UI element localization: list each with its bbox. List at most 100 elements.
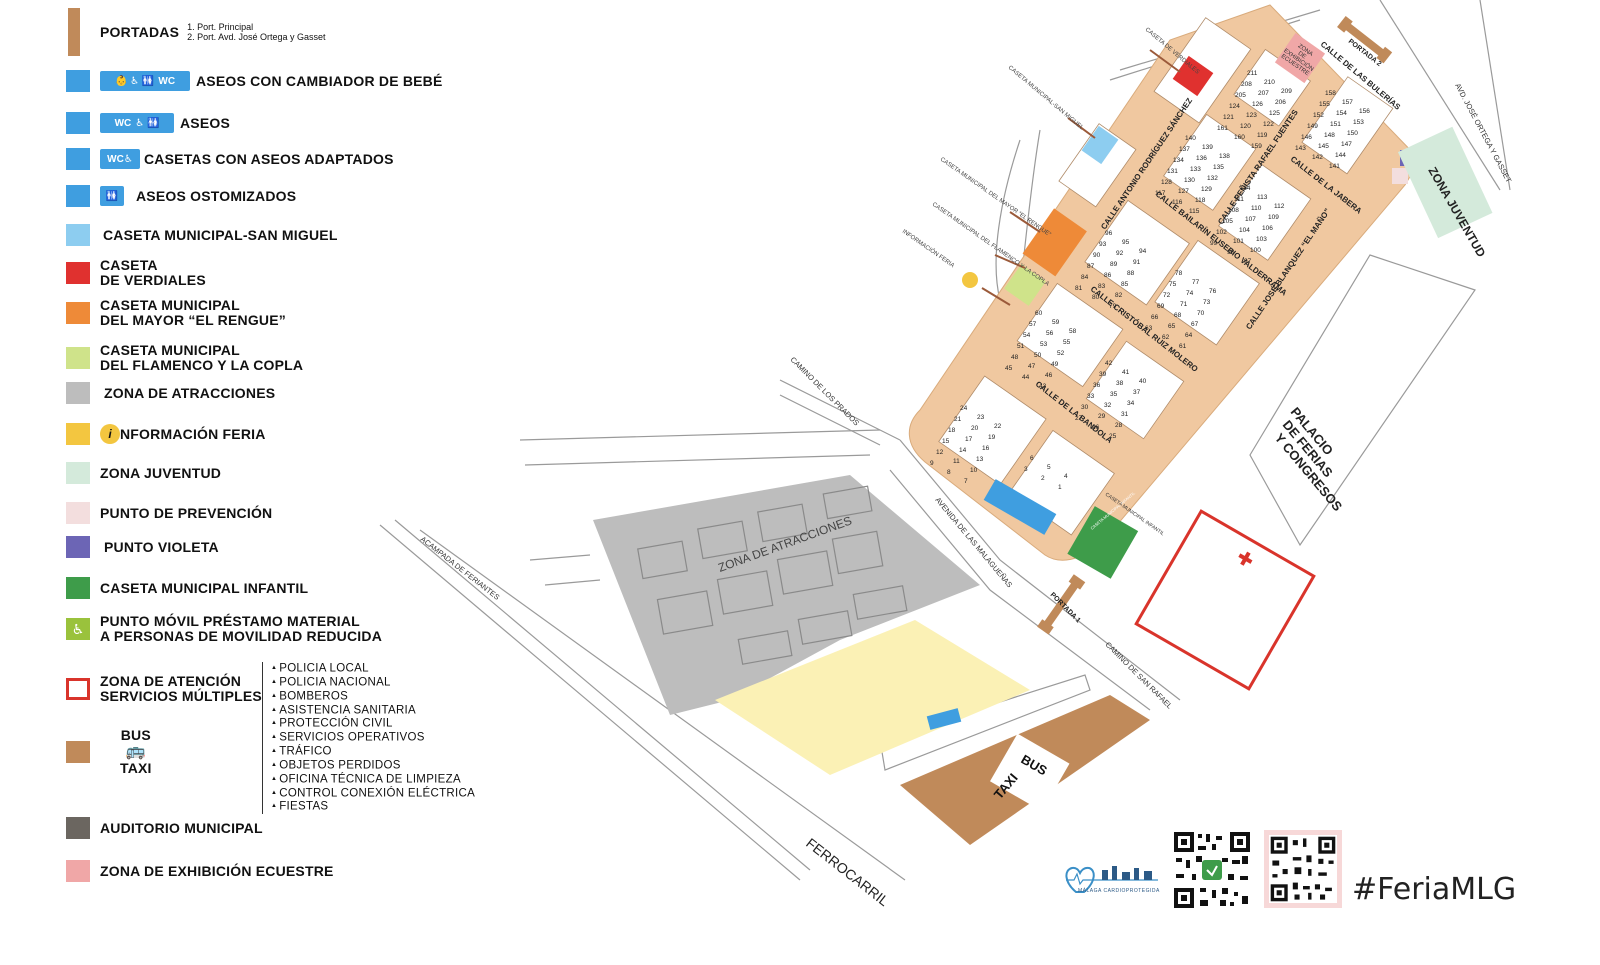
stand-number: 72 [1163, 292, 1171, 299]
attraction-lots [637, 485, 908, 665]
stand-number: 108 [1228, 207, 1239, 214]
stand-number: 28 [1115, 422, 1123, 429]
legend-movilidad: ♿ PUNTO MÓVIL PRÉSTAMO MATERIAL A PERSON… [66, 614, 382, 644]
swatch-rengue [66, 302, 90, 324]
stand-number: 99 [1210, 240, 1218, 247]
stand-number: 127 [1178, 188, 1189, 195]
stand-number: 120 [1240, 123, 1251, 130]
legend-flamenco-label: CASETA MUNICIPAL DEL FLAMENCO Y LA COPLA [100, 342, 304, 373]
stand-number: 35 [1110, 391, 1118, 398]
stand-number: 90 [1093, 252, 1101, 259]
stand-number: 139 [1202, 144, 1213, 151]
stand-number: 46 [1045, 372, 1053, 379]
stand-number: 65 [1168, 323, 1176, 330]
booth-verdiales [1172, 55, 1214, 97]
stand-number: 85 [1121, 281, 1129, 288]
stand-number: 52 [1057, 350, 1065, 357]
stand-number: 207 [1258, 90, 1269, 97]
stand-number: 119 [1257, 132, 1268, 139]
stand-number: 111 [1234, 196, 1244, 203]
service-item: TRÁFICO [271, 745, 475, 759]
service-item: OFICINA TÉCNICA DE LIMPIEZA [271, 773, 475, 787]
swatch-verdiales [66, 262, 90, 284]
booth-san-miguel [1081, 125, 1119, 165]
stand-number: 149 [1307, 123, 1318, 130]
stand-number: 101 [1233, 238, 1244, 245]
stand-number: 38 [1116, 380, 1124, 387]
stand-number: 75 [1169, 281, 1177, 288]
stand-number: 148 [1324, 132, 1335, 139]
stand-number: 78 [1175, 270, 1183, 277]
stand-number: 109 [1268, 214, 1279, 221]
stand-number: 43 [1039, 383, 1047, 390]
stand-number: 31 [1121, 411, 1129, 418]
zona-atracciones-area [593, 475, 980, 715]
services-list: POLICIA LOCAL POLICIA NACIONAL BOMBEROS … [262, 662, 475, 815]
aseos-strip [983, 479, 1057, 535]
pointer-info: INFORMACIÓN FERIA [901, 228, 956, 269]
stand-number: 97 [1244, 258, 1252, 265]
accessible-toilet-icon: WC♿ [100, 149, 140, 169]
swatch-aseos [66, 112, 90, 134]
stand-number: 23 [977, 414, 985, 421]
stand-number: 113 [1257, 194, 1268, 201]
portada-1-icon [1037, 574, 1086, 635]
stand-number: 62 [1162, 334, 1170, 341]
legend-multiples: ZONA DE ATENCIÓN SERVICIOS MÚLTIPLES [66, 674, 262, 704]
label-ecuestre-2: DE [1297, 51, 1307, 61]
swatch-juventud [66, 462, 90, 484]
legend-portadas: PORTADAS 1. Port. Principal 2. Port. Avd… [66, 8, 326, 56]
stand-number: 123 [1246, 112, 1257, 119]
legend-movilidad-label: PUNTO MÓVIL PRÉSTAMO MATERIAL A PERSONAS… [100, 613, 383, 644]
road-ferrocarril: FERROCARRIL [803, 835, 892, 910]
stand-number: 25 [1109, 433, 1117, 440]
caseta-infantil [1067, 506, 1139, 579]
stand-number: 30 [1081, 404, 1089, 411]
legend-multiples-label: ZONA DE ATENCIÓN SERVICIOS MÚLTIPLES [100, 673, 262, 704]
service-item: CONTROL CONEXIÓN ELÉCTRICA [271, 787, 475, 801]
stand-number: 42 [1105, 360, 1113, 367]
zona-ecuestre [1274, 32, 1326, 84]
stand-number: 206 [1275, 99, 1286, 106]
stand-number: 160 [1234, 134, 1245, 141]
servicios-multiples-zone [1134, 509, 1316, 691]
legend-aseos-label: ASEOS [180, 114, 231, 131]
stand-number: 77 [1192, 279, 1200, 286]
stand-number: 11 [953, 458, 960, 465]
swatch-ostomizados [66, 185, 90, 207]
legend-violeta: PUNTO VIOLETA [66, 536, 219, 558]
stand-number: 157 [1342, 99, 1353, 106]
stand-number: 205 [1235, 92, 1246, 99]
stand-number: 5 [1047, 464, 1051, 471]
swatch-ecuestre [66, 860, 90, 882]
stand-number: 138 [1219, 153, 1230, 160]
service-item: POLICIA LOCAL [271, 662, 475, 676]
stand-number: 71 [1180, 301, 1188, 308]
stand-number: 33 [1087, 393, 1095, 400]
stand-number: 58 [1069, 328, 1077, 335]
stand-number: 17 [965, 436, 973, 443]
stand-number: 155 [1319, 101, 1330, 108]
swatch-san-miguel [66, 224, 90, 246]
service-item: SERVICIOS OPERATIVOS [271, 731, 475, 745]
stand-number: 74 [1186, 290, 1194, 297]
swatch-aseos-bebe [66, 70, 90, 92]
bus-icon: 🚌 [125, 743, 146, 760]
stand-number: 95 [1122, 239, 1130, 246]
booth-flamenco [1004, 264, 1046, 306]
stand-number: 63 [1145, 325, 1153, 332]
stand-number: 137 [1179, 146, 1190, 153]
stand-number: 73 [1203, 299, 1211, 306]
legend-ostomizados-label: ASEOS OSTOMIZADOS [136, 187, 297, 204]
legend-rengue: CASETA MUNICIPAL DEL MAYOR “EL RENGUE” [66, 298, 286, 328]
stand-number: 37 [1133, 389, 1141, 396]
stand-number: 142 [1312, 154, 1323, 161]
service-item: PROTECCIÓN CIVIL [271, 717, 475, 731]
legend-infantil-label: CASETA MUNICIPAL INFANTIL [100, 579, 309, 596]
stand-number: 20 [971, 425, 979, 432]
portada-2-icon [1337, 16, 1393, 64]
stand-number: 69 [1157, 303, 1165, 310]
aseos-parking [926, 708, 962, 730]
stand-number: 60 [1035, 310, 1043, 317]
